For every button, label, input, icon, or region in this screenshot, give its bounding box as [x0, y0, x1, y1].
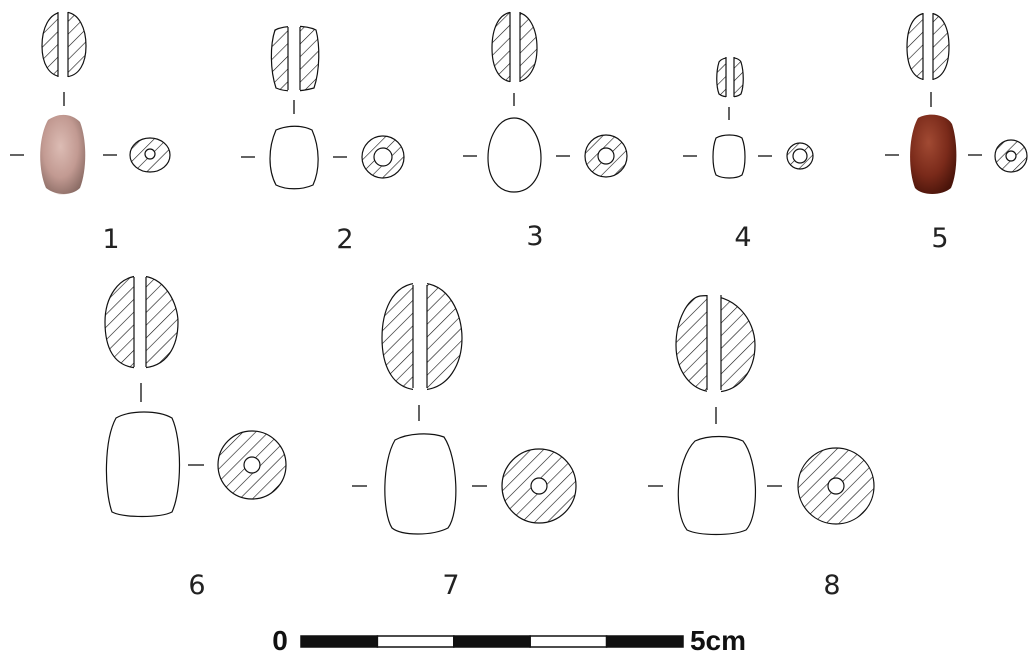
- bead-4: 4: [683, 54, 814, 253]
- bead-7-end-view: [501, 448, 577, 524]
- bead-8-side-view: [677, 435, 756, 536]
- scale-start-label: 0: [272, 625, 288, 656]
- bead-label-5: 5: [931, 223, 948, 254]
- bead-2-section: [270, 24, 320, 94]
- bead-1: 1: [10, 10, 171, 255]
- bead-2: 2: [241, 24, 405, 255]
- bead-4-end-view: [786, 142, 814, 170]
- bead-1-end-view: [129, 137, 171, 173]
- bead-8: 8: [648, 290, 875, 601]
- bead-3-section: [491, 10, 538, 85]
- bead-3: 3: [463, 10, 628, 252]
- scale-segment-2: [376, 635, 455, 648]
- bead-6-side-view: [105, 411, 181, 518]
- bead-7: 7: [352, 280, 577, 601]
- bead-4-section: [716, 54, 744, 100]
- bead-8-section: [675, 290, 756, 396]
- scale-segments: [300, 635, 684, 648]
- bead-7-section: [381, 280, 463, 394]
- bead-5-photo: [910, 114, 957, 194]
- bead-label-8: 8: [823, 570, 840, 601]
- scale-bar: 0 5cm: [272, 625, 746, 656]
- bead-5: 5: [885, 10, 1028, 254]
- scale-segment-5: [605, 635, 684, 648]
- bead-2-side-view: [269, 125, 319, 190]
- bead-5-section: [906, 10, 950, 83]
- bead-6-end-view: [217, 430, 287, 500]
- bead-4-side-view: [712, 134, 746, 179]
- bead-1-section: [41, 10, 87, 80]
- bead-6-section: [104, 272, 179, 372]
- scale-end-label: 5cm: [690, 625, 746, 656]
- bead-label-4: 4: [734, 222, 751, 253]
- bead-label-3: 3: [526, 221, 543, 252]
- scale-segment-1: [300, 635, 379, 648]
- bead-6: 6: [104, 272, 287, 601]
- bead-label-2: 2: [336, 224, 353, 255]
- bead-1-photo: [40, 114, 86, 195]
- bead-2-end-view: [361, 135, 405, 179]
- scale-segment-4: [529, 635, 608, 648]
- bead-3-end-view: [584, 134, 628, 178]
- bead-7-side-view: [384, 433, 457, 535]
- bead-label-6: 6: [188, 570, 205, 601]
- bead-3-side-view: [487, 117, 542, 193]
- bead-8-end-view: [797, 447, 875, 525]
- bead-5-end-view: [994, 139, 1028, 173]
- bead-label-1: 1: [102, 224, 119, 255]
- bead-label-7: 7: [442, 570, 459, 601]
- scale-segment-3: [453, 635, 531, 648]
